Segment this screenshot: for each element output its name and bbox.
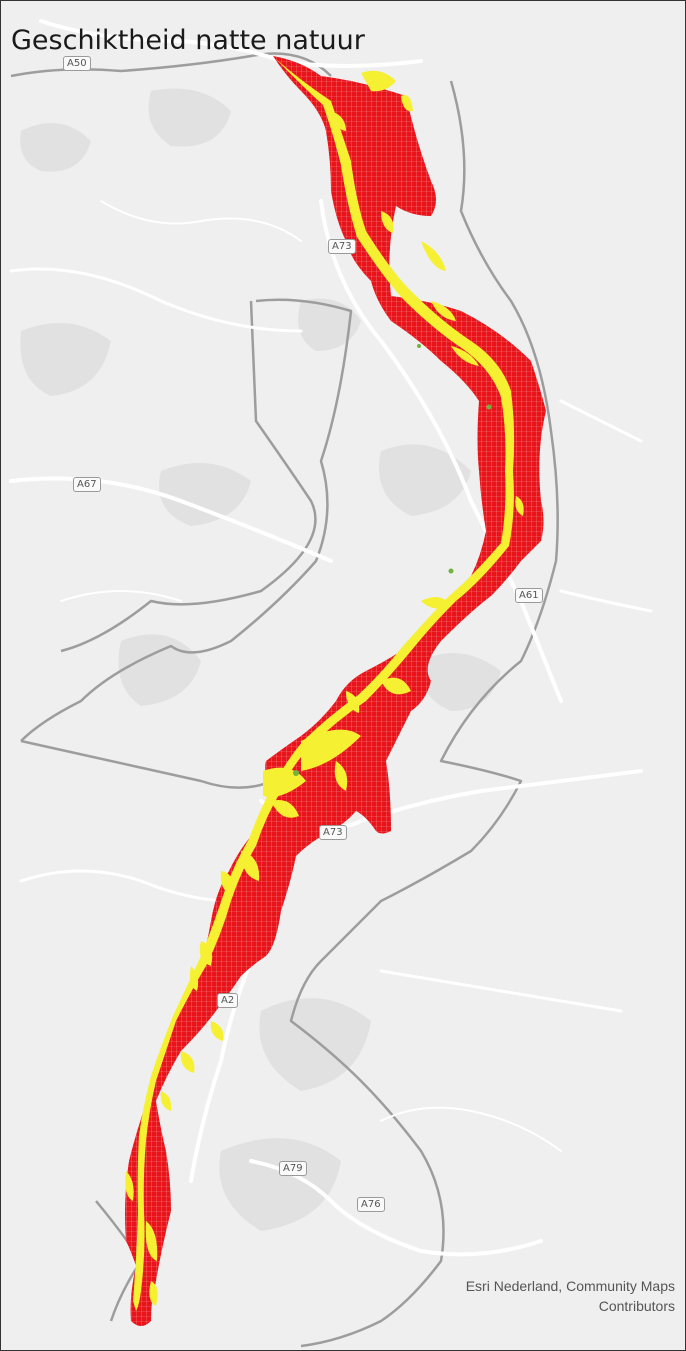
urban-areas bbox=[20, 88, 501, 1231]
map-title: Geschiktheid natte natuur bbox=[11, 25, 365, 56]
river-corridor-suitable bbox=[125, 59, 524, 1311]
road-label-a50: A50 bbox=[63, 56, 91, 71]
province-border bbox=[10, 52, 559, 1348]
road-label-a61: A61 bbox=[515, 588, 543, 603]
road-label-a79: A79 bbox=[279, 1161, 307, 1176]
road-label-a73-north: A73 bbox=[328, 239, 356, 254]
attribution-line-2: Contributors bbox=[598, 1298, 675, 1314]
attribution-line-1: Esri Nederland, Community Maps bbox=[465, 1278, 675, 1294]
road-label-a67: A67 bbox=[73, 477, 101, 492]
road-label-a76: A76 bbox=[357, 1197, 385, 1212]
green-spots bbox=[293, 344, 492, 776]
road-label-a73-south: A73 bbox=[319, 825, 347, 840]
map-attribution: Esri Nederland, Community Maps Contribut… bbox=[466, 1276, 675, 1316]
grid-overlay bbox=[125, 56, 546, 1326]
road-label-a2: A2 bbox=[217, 993, 239, 1008]
